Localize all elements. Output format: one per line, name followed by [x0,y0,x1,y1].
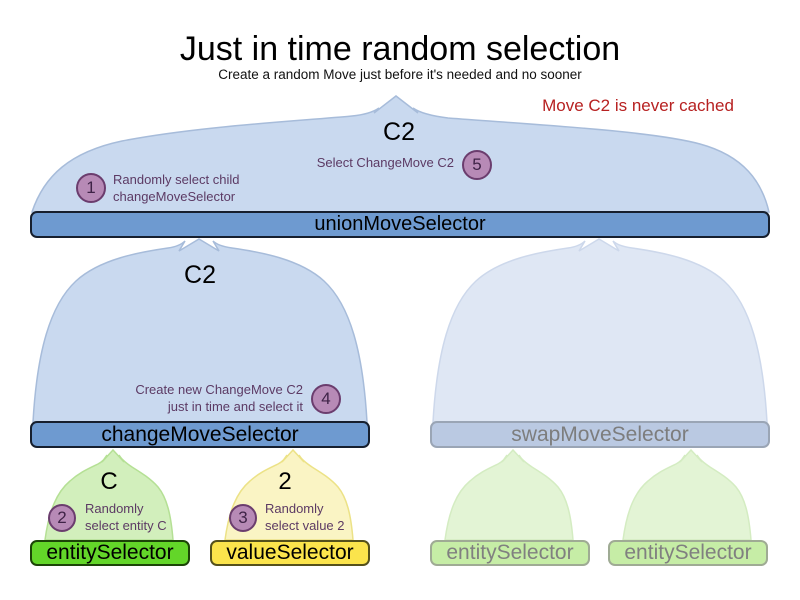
entity-selector-bar: entitySelector [30,540,190,566]
value-selector-bar: valueSelector [210,540,370,566]
step-4-badge: 4 [311,384,341,414]
swap-move-selector-bar: swapMoveSelector [430,421,770,448]
page-subtitle: Create a random Move just before it's ne… [218,67,582,82]
step-1-badge: 1 [76,173,106,203]
move-output-c2-top: C2 [383,118,415,146]
faded-entity-selector-bar-2: entitySelector [608,540,768,566]
change-move-selector-bar: changeMoveSelector [30,421,370,448]
faded-entity-funnel-shape-2 [622,449,752,541]
never-cached-note: Move C2 is never cached [542,96,734,115]
swap-funnel-shape [432,238,768,423]
step-1-annotation: Randomly select child changeMoveSelector [113,172,240,204]
step-4-annotation: Create new ChangeMove C2 just in time an… [135,382,303,414]
page-title: Just in time random selection [179,30,621,68]
step-3-annotation: Randomly select value 2 [265,501,345,533]
faded-entity-selector-bar-1: entitySelector [430,540,590,566]
move-output-entity-c: C [100,468,118,495]
union-funnel-shape [30,95,770,213]
move-output-c2-mid: C2 [184,261,216,289]
union-move-selector-bar: unionMoveSelector [30,211,770,238]
step-5-badge: 5 [462,150,492,180]
step-2-annotation: Randomly select entity C [85,501,167,533]
step-5-annotation: Select ChangeMove C2 [316,155,454,170]
step-2-badge: 2 [48,504,76,532]
step-3-badge: 3 [229,504,257,532]
faded-entity-funnel-shape-1 [444,449,574,541]
move-output-value-2: 2 [278,468,292,495]
